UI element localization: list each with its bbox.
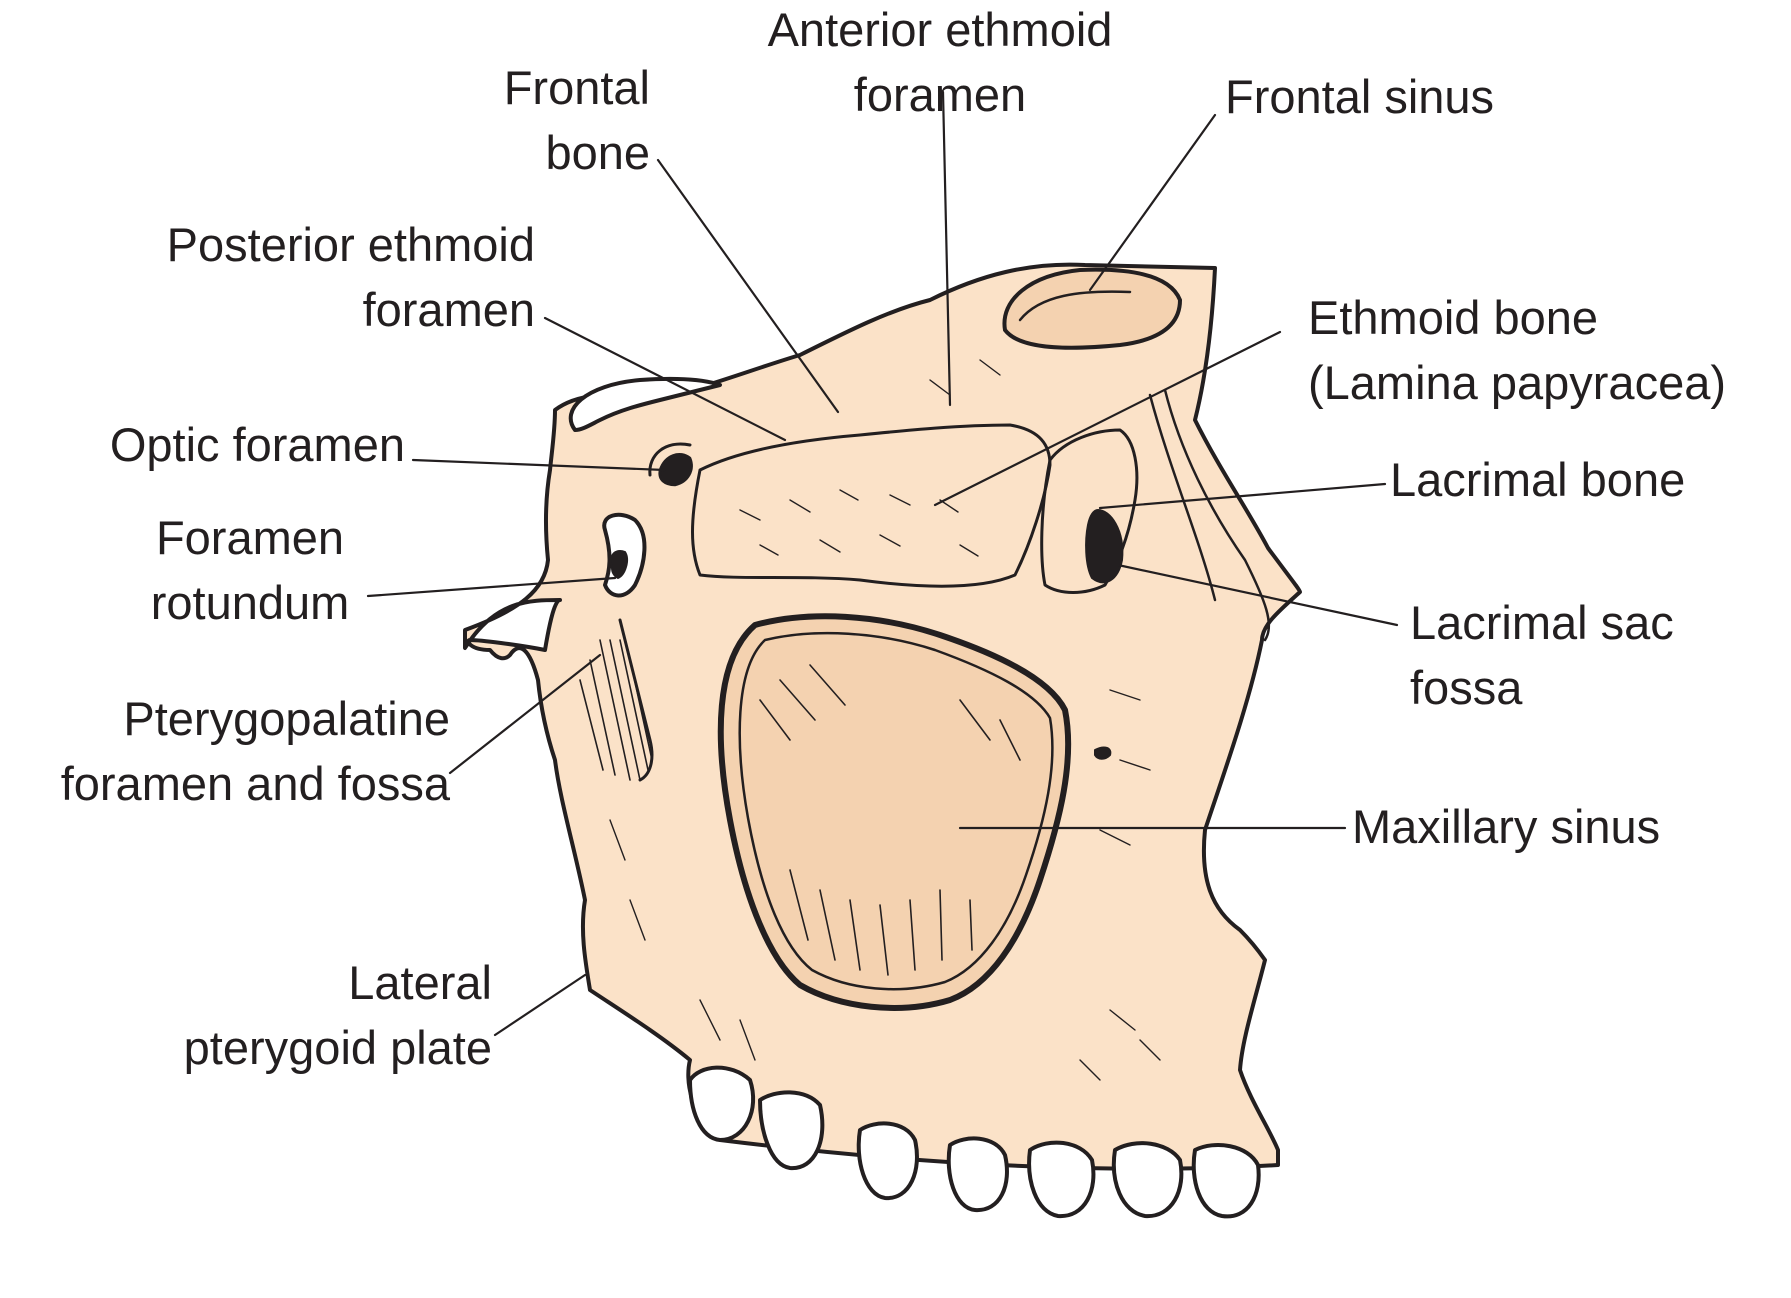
label-lateral-pterygoid-plate: Lateral pterygoid plate [120, 950, 492, 1080]
label-line: Frontal [503, 61, 650, 114]
tooth-2 [758, 1090, 825, 1171]
label-line: rotundum [150, 576, 350, 629]
leader-lacrimal-bone [1098, 482, 1387, 510]
frontal-sinus-rim [1018, 290, 1132, 322]
ethmoid-plate [691, 423, 1052, 588]
optic-foramen-shape [658, 453, 693, 487]
leader-frontal-sinus [1088, 113, 1217, 292]
label-line: Pterygopalatine [123, 692, 450, 745]
label-line: Frontal sinus [1225, 70, 1495, 123]
tooth-6 [1111, 1141, 1184, 1219]
label-line: foramen [853, 68, 1027, 121]
label-optic-foramen: Optic foramen [40, 412, 405, 477]
label-lacrimal-sac-fossa: Lacrimal sac fossa [1410, 590, 1770, 720]
tooth-1 [688, 1065, 756, 1142]
frontal-sinus-shape [1002, 267, 1182, 350]
label-line: Maxillary sinus [1352, 800, 1661, 853]
label-foramen-rotundum: Foramen rotundum [110, 505, 390, 635]
tooth-7 [1191, 1143, 1261, 1219]
label-line: (Lamina papyracea) [1308, 356, 1726, 409]
frontal-curl [568, 376, 722, 432]
label-line: fossa [1410, 661, 1523, 714]
label-line: pterygoid plate [183, 1021, 492, 1074]
label-frontal-sinus: Frontal sinus [1225, 64, 1605, 129]
pterygopalatine-hatching [579, 639, 653, 781]
leader-lines [366, 90, 1399, 1037]
label-line: bone [545, 126, 650, 179]
label-line: Lateral [348, 956, 492, 1009]
label-line: Lacrimal sac [1410, 596, 1674, 649]
teeth [688, 1065, 1261, 1219]
leader-anterior-ethmoid [941, 90, 952, 407]
leader-frontal-bone [656, 158, 840, 414]
leader-pterygopalatine [448, 653, 602, 775]
leader-ethmoid-bone [933, 330, 1282, 507]
label-posterior-ethmoid-foramen: Posterior ethmoid foramen [80, 212, 535, 342]
leader-foramen-rotundum [366, 576, 617, 598]
label-line: foramen [362, 283, 535, 336]
tooth-4 [946, 1136, 1009, 1213]
label-line: Posterior ethmoid [166, 218, 535, 271]
leader-optic-foramen [411, 458, 667, 472]
label-frontal-bone: Frontal bone [420, 55, 650, 185]
suture-line-1 [1163, 388, 1271, 642]
leader-lacrimal-sac [1116, 563, 1399, 627]
maxillary-sinus-inner [738, 631, 1054, 991]
label-maxillary-sinus: Maxillary sinus [1352, 794, 1772, 859]
leader-lateral-pterygoid [493, 973, 587, 1037]
foramen-rotundum-hole [609, 550, 628, 579]
tooth-5 [1027, 1140, 1096, 1219]
label-anterior-ethmoid-foramen: Anterior ethmoid foramen [730, 0, 1150, 127]
leader-posterior-ethmoid [543, 316, 787, 442]
label-line: Ethmoid bone [1308, 291, 1599, 344]
infraorbital-mark [1094, 746, 1112, 760]
label-line: Foramen [155, 511, 345, 564]
tooth-3 [856, 1121, 919, 1201]
label-lacrimal-bone: Lacrimal bone [1390, 447, 1790, 512]
label-line: foramen and fossa [60, 757, 450, 810]
sinus-hatching [759, 664, 1021, 976]
lacrimal-sac-fossa-shape [1085, 509, 1124, 584]
maxillary-sinus-shape [717, 613, 1072, 1011]
label-line: Anterior ethmoid [767, 3, 1113, 56]
label-line: Lacrimal bone [1390, 453, 1686, 506]
label-ethmoid-bone: Ethmoid bone (Lamina papyracea) [1308, 285, 1788, 415]
label-line: Optic foramen [109, 418, 405, 471]
suture-line-2 [1148, 393, 1217, 602]
label-pterygopalatine: Pterygopalatine foramen and fossa [0, 686, 450, 816]
